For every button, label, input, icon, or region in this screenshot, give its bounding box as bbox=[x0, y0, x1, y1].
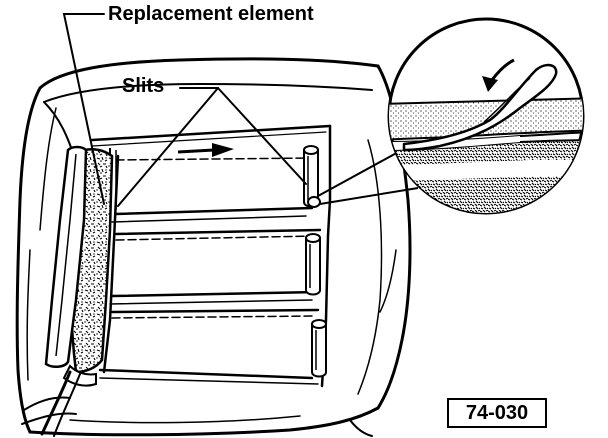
detail-arrow-icon bbox=[482, 58, 515, 92]
detail-hook bbox=[402, 63, 558, 152]
slit-tube-1 bbox=[303, 145, 321, 208]
slits-label: Slits bbox=[122, 75, 165, 97]
direction-arrow-right-icon bbox=[177, 143, 234, 157]
figure-id-badge: 74-030 bbox=[447, 398, 547, 428]
left-support-tube bbox=[44, 145, 88, 368]
figure-id: 74-030 bbox=[465, 402, 529, 424]
detail-magnifier bbox=[317, 17, 585, 215]
cushion-channels bbox=[90, 124, 332, 388]
slit-tube-3 bbox=[311, 319, 327, 378]
slit-tubes bbox=[109, 145, 327, 378]
replacement-element-label: Replacement element bbox=[108, 3, 314, 25]
wire-rod bbox=[40, 370, 81, 437]
callout-leaders bbox=[62, 13, 307, 207]
slit-tube-2 bbox=[305, 233, 321, 296]
